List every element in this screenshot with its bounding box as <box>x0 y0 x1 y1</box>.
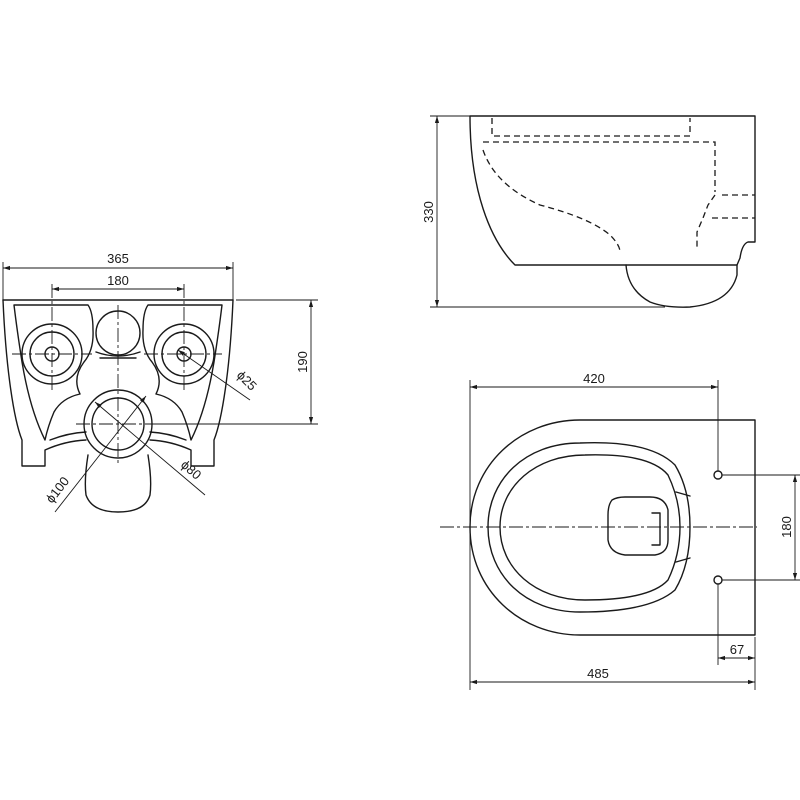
dia-80-leader <box>94 401 206 496</box>
seat-ring-inner <box>499 454 681 601</box>
top-view: 420 180 67 485 <box>440 371 800 690</box>
dim-420-label: 420 <box>583 371 605 386</box>
side-bowl-bottom <box>625 264 738 308</box>
seat-hinge-top <box>675 491 691 497</box>
dia-25-leader <box>177 349 251 401</box>
side-view: 330 <box>421 115 756 308</box>
mount-hole-bottom <box>713 575 723 585</box>
flush-outlet-slot <box>651 512 661 546</box>
dim-365-label: 365 <box>107 251 129 266</box>
side-hidden-bowl <box>482 149 621 253</box>
front-outer-left <box>2 299 87 467</box>
front-base-line-right <box>149 431 187 441</box>
dim-190-label: 190 <box>295 351 310 373</box>
top-outline <box>469 419 756 636</box>
side-hidden-rim <box>483 141 716 192</box>
flush-outlet <box>607 496 669 556</box>
dim-485-label: 485 <box>587 666 609 681</box>
dim-180-top-label: 180 <box>779 516 794 538</box>
dia-100-label: ϕ100 <box>43 474 73 506</box>
dia-100-leader <box>54 395 147 513</box>
side-hidden-outlet <box>696 194 716 250</box>
outlet-drain <box>84 454 152 513</box>
mount-hole-top <box>713 470 723 480</box>
side-hidden-top <box>491 118 691 137</box>
dia-25-label: ϕ25 <box>234 368 260 394</box>
dim-67-label: 67 <box>730 642 744 657</box>
dia-80-label: ϕ80 <box>178 457 204 483</box>
dim-180-front-label: 180 <box>107 273 129 288</box>
seat-hinge-bottom <box>675 557 691 563</box>
side-outline <box>469 115 756 266</box>
front-inner-lobe-left <box>13 304 94 441</box>
seat-ring-outer <box>487 441 691 613</box>
front-base-line-left <box>49 431 87 441</box>
front-outer-right <box>149 299 234 467</box>
front-view: 365 180 190 ϕ25 ϕ100 ϕ80 <box>2 251 318 513</box>
dim-330-label: 330 <box>421 201 436 223</box>
front-inner-lobe-right <box>142 304 223 441</box>
